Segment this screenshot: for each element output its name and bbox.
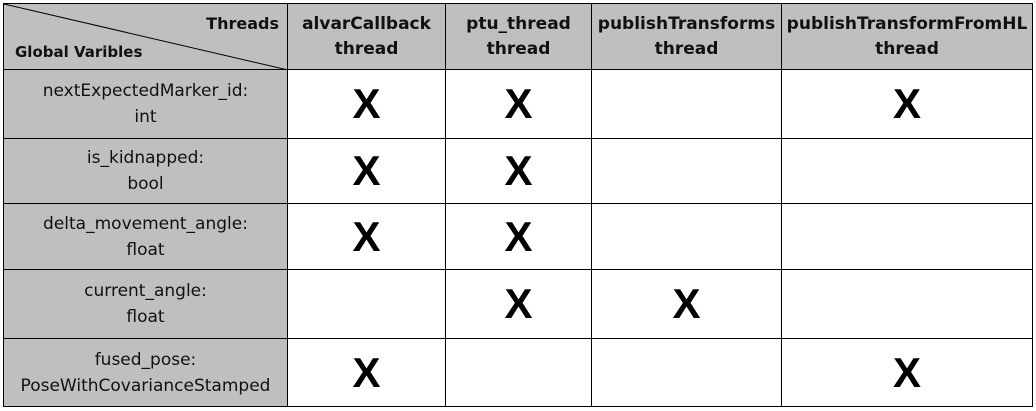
access-mark: X	[591, 269, 782, 339]
column-header-line1: publishTransformFromHL	[786, 13, 1028, 34]
access-mark: X	[287, 338, 446, 407]
corner-diagonal-line	[4, 4, 284, 69]
row-header-next-expected-marker-id: nextExpectedMarker_id: int	[3, 69, 288, 139]
column-header-line2: thread	[875, 38, 939, 59]
access-mark	[781, 269, 1033, 339]
variable-type: float	[126, 239, 165, 260]
variable-name: is_kidnapped:	[86, 148, 205, 168]
row-header-is-kidnapped: is_kidnapped: bool	[3, 138, 288, 204]
row-header-delta-movement-angle: delta_movement_angle: float	[3, 203, 288, 270]
access-mark	[591, 203, 782, 270]
variable-type: float	[126, 307, 165, 327]
access-mark	[591, 138, 782, 204]
table-row: fused_pose: PoseWithCovarianceStamped X …	[3, 338, 1033, 407]
column-header-line2: thread	[486, 38, 551, 59]
variable-name: delta_movement_angle:	[43, 213, 248, 234]
column-header-line1: alvarCallback	[302, 13, 431, 34]
access-mark	[781, 138, 1033, 204]
header-row: Threads Global Varibles alvarCallback th…	[3, 3, 1033, 70]
row-header-current-angle: current_angle: float	[3, 269, 288, 339]
column-header-line2: thread	[334, 38, 399, 59]
thread-variable-table: Threads Global Varibles alvarCallback th…	[3, 3, 1033, 407]
column-header-line1: publishTransforms	[597, 13, 776, 34]
column-header-publish-transform-from-hl: publishTransformFromHL thread	[781, 3, 1033, 70]
access-mark	[445, 338, 592, 407]
table-row: current_angle: float X X	[3, 269, 1033, 339]
access-mark	[591, 338, 782, 407]
row-header-fused-pose: fused_pose: PoseWithCovarianceStamped	[3, 338, 288, 407]
column-header-line2: thread	[654, 38, 719, 59]
access-mark: X	[287, 69, 446, 139]
access-mark: X	[445, 69, 592, 139]
access-mark: X	[445, 138, 592, 204]
access-mark: X	[445, 269, 592, 339]
access-mark	[591, 69, 782, 139]
column-header-ptu-thread: ptu_thread thread	[445, 3, 592, 70]
variable-name: current_angle:	[84, 281, 207, 301]
access-mark: X	[287, 138, 446, 204]
variable-type: PoseWithCovarianceStamped	[20, 375, 271, 396]
table-row: is_kidnapped: bool X X	[3, 138, 1033, 204]
access-mark	[781, 203, 1033, 270]
access-mark: X	[287, 203, 446, 270]
corner-cell: Threads Global Varibles	[3, 3, 288, 70]
access-mark: X	[445, 203, 592, 270]
variable-type: int	[134, 107, 157, 127]
table-row: nextExpectedMarker_id: int X X X	[3, 69, 1033, 139]
access-mark	[287, 269, 446, 339]
column-header-publish-transforms: publishTransforms thread	[591, 3, 782, 70]
column-header-line1: ptu_thread	[466, 13, 571, 34]
corner-threads-label: Threads	[206, 14, 279, 33]
variable-name: fused_pose:	[94, 349, 197, 370]
variable-name: nextExpectedMarker_id:	[42, 81, 249, 101]
table-row: delta_movement_angle: float X X	[3, 203, 1033, 270]
access-mark: X	[781, 69, 1033, 139]
column-header-alvar-callback: alvarCallback thread	[287, 3, 446, 70]
variable-type: bool	[127, 174, 164, 194]
access-mark: X	[781, 338, 1033, 407]
corner-globals-label: Global Varibles	[15, 43, 143, 61]
